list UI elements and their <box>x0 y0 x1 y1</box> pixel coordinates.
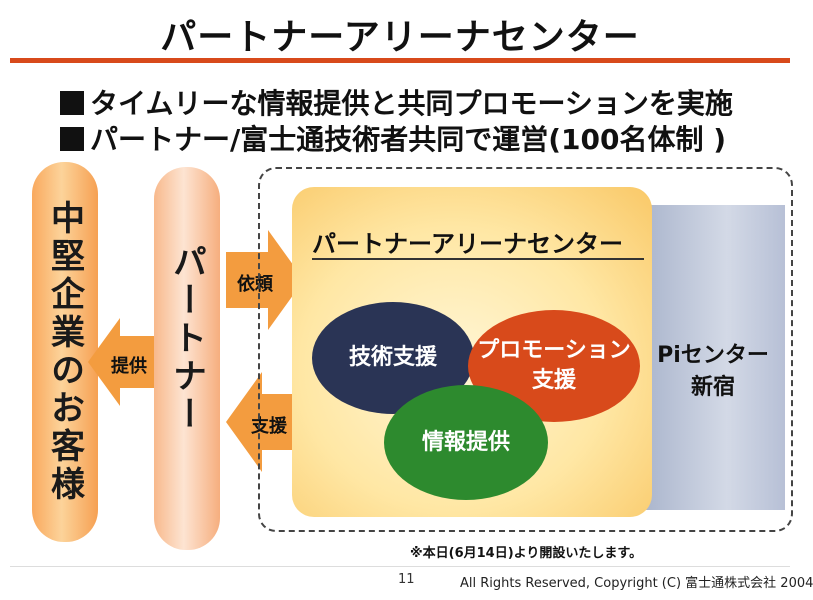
slide-title: パートナーアリーナセンター <box>160 17 640 58</box>
support-arrow-label: 支援 <box>251 416 287 437</box>
title-underline <box>10 58 790 63</box>
opening-note: ※本日(6月14日)より開設いたします。 <box>410 546 643 561</box>
request-arrow-label: 依頼 <box>237 274 273 295</box>
info-provision-label: 情報提供 <box>421 429 510 455</box>
arena-title-underline <box>312 258 644 260</box>
pi-center-label: Piセンター 新宿 <box>648 340 778 404</box>
customer-pill: 中堅企業のお客様 <box>32 162 98 542</box>
bullet-1-text: タイムリーな情報提供と共同プロモーションを実施 <box>90 87 733 120</box>
copyright-text: All Rights Reserved, Copyright (C) 富士通株式… <box>460 576 813 591</box>
provide-arrow-label: 提供 <box>111 356 147 377</box>
tech-support-label: 技術支援 <box>348 345 437 370</box>
bullet-1: タイムリーな情報提供と共同プロモーションを実施 <box>60 82 733 122</box>
square-bullet-icon <box>60 91 84 115</box>
partner-label: パートナー <box>166 243 207 434</box>
pi-center-line2: 新宿 <box>690 375 735 400</box>
info-provision-circle: 情報提供 <box>384 385 548 500</box>
request-arrow-icon <box>226 230 304 330</box>
arena-center-title: パートナーアリーナセンター <box>312 230 624 258</box>
promotion-support-label-line1: プロモーション <box>477 338 631 363</box>
customer-label: 中堅企業のお客様 <box>44 200 85 504</box>
partner-pill: パートナー <box>154 167 220 550</box>
center-dashed-boundary <box>258 167 793 532</box>
bullet-2-text: パートナー/富士通技術者共同で運営(100名体制 ) <box>90 123 727 156</box>
support-arrow-icon <box>226 372 304 472</box>
page-number: 11 <box>398 572 415 587</box>
provide-arrow-icon <box>88 318 160 406</box>
square-bullet-icon <box>60 127 84 151</box>
footer-divider <box>10 566 790 567</box>
pi-center-box <box>640 205 785 510</box>
promotion-support-label-line2: 支援 <box>531 368 576 393</box>
bullet-2: パートナー/富士通技術者共同で運営(100名体制 ) <box>60 118 726 158</box>
pi-center-line1: Piセンター <box>657 343 769 368</box>
